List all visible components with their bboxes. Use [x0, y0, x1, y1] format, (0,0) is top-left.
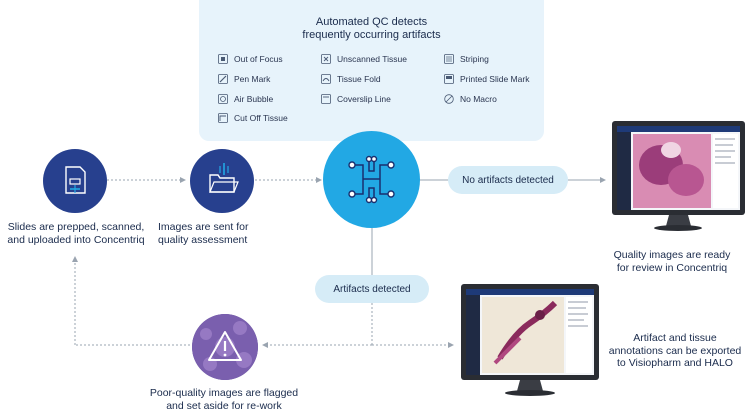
sent-step-caption: Images are sent for quality assessment: [158, 221, 249, 246]
artifact-item: Pen Mark: [218, 73, 270, 85]
panel-title-line2: frequently occurring artifacts: [302, 29, 441, 41]
sent-step-circle: [190, 149, 254, 213]
artifact-item: Air Bubble: [218, 93, 273, 105]
monitor-icon: [461, 284, 599, 396]
export-monitor: [460, 283, 600, 398]
artifact-item: Coverslip Line: [321, 93, 391, 105]
monitor-icon: [612, 121, 745, 231]
pen-mark-icon: [218, 74, 228, 84]
artifact-panel: [199, 0, 544, 141]
artifact-item: Striping: [444, 53, 489, 65]
artifact-item: No Macro: [444, 93, 497, 105]
export-caption: Artifact and tissue annotations can be e…: [608, 332, 742, 369]
flagged-step-circle: [192, 314, 258, 380]
printed-slide-mark-icon: [444, 74, 454, 84]
panel-title: Automated QC detects frequently occurrin…: [199, 16, 544, 42]
no-macro-icon: [444, 94, 454, 104]
artifact-item: Out of Focus: [218, 53, 283, 65]
air-bubble-icon: [218, 94, 228, 104]
neural-network-icon: [348, 155, 395, 204]
artifact-item: Cut Off Tissue: [218, 112, 288, 124]
artifact-item: Unscanned Tissue: [321, 53, 407, 65]
ready-monitor: [611, 120, 746, 233]
artifact-item: Printed Slide Mark: [444, 73, 529, 85]
upload-step-circle: [43, 149, 107, 213]
panel-title-line1: Automated QC detects: [315, 16, 428, 28]
warning-icon: [192, 314, 258, 380]
unscanned-tissue-icon: [321, 54, 331, 64]
striping-icon: [444, 54, 454, 64]
ready-caption: Quality images are ready for review in C…: [613, 249, 731, 274]
qc-step-circle: [323, 131, 420, 228]
artifact-item: Tissue Fold: [321, 73, 381, 85]
tissue-fold-icon: [321, 74, 331, 84]
slide-upload-icon: [65, 166, 86, 194]
coverslip-line-icon: [321, 94, 331, 104]
flagged-caption: Poor-quality images are flagged and set …: [149, 387, 299, 412]
upload-step-caption: Slides are prepped, scanned, and uploade…: [7, 221, 145, 246]
out-of-focus-icon: [218, 54, 228, 64]
artifacts-pill: Artifacts detected: [315, 275, 429, 303]
cut-off-tissue-icon: [218, 113, 228, 123]
no-artifacts-pill: No artifacts detected: [448, 166, 568, 194]
folder-icon: [209, 163, 239, 193]
